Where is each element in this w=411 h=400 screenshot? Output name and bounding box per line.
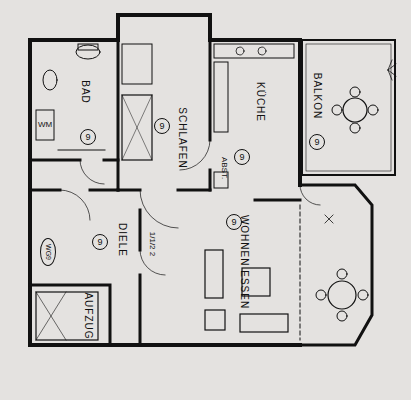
room-area: DIELE 9WG9 [35, 193, 138, 283]
callout-number: 9 [159, 122, 164, 131]
callout-circle: 9 [80, 129, 96, 145]
callout-number: 9 [314, 138, 319, 147]
room-area: KÜCHE 9 [232, 62, 298, 198]
room-name: AUFZUG [83, 292, 93, 339]
plan-code: 1/1/2 2 [148, 232, 156, 256]
room-area: BALKON 9 [306, 44, 328, 171]
callout-number: 9 [85, 133, 90, 142]
callout-number: 9 [231, 218, 236, 227]
callout-circle: WG9 [40, 238, 56, 266]
room-area: SCHLAFEN 9 [122, 20, 207, 188]
callout-number: 9 [97, 238, 102, 247]
room-note: ABST. [220, 157, 228, 179]
callout-circle: 9 [226, 214, 242, 230]
room-area: WOHNEN ESSEN9 [150, 205, 295, 340]
callout-number: 9 [239, 153, 244, 162]
callout-number: WG9 [45, 244, 52, 260]
room-name: BALKON [312, 73, 322, 120]
callout-circle: 9 [234, 149, 250, 165]
callout-circle: 9 [309, 134, 325, 150]
callout-circle: 9 [154, 118, 170, 134]
appliance-label: WM [38, 121, 52, 129]
room-area: AUFZUG [36, 292, 98, 340]
room-name: KÜCHE [255, 82, 265, 122]
room-name: WOHNEN ESSEN [239, 215, 249, 309]
callout-circle: 9 [92, 234, 108, 250]
room-area: BAD 9 [35, 45, 115, 157]
room-name: SCHLAFEN [177, 107, 187, 168]
room-name: DIELE [117, 223, 127, 257]
room-name: BAD [80, 80, 90, 104]
